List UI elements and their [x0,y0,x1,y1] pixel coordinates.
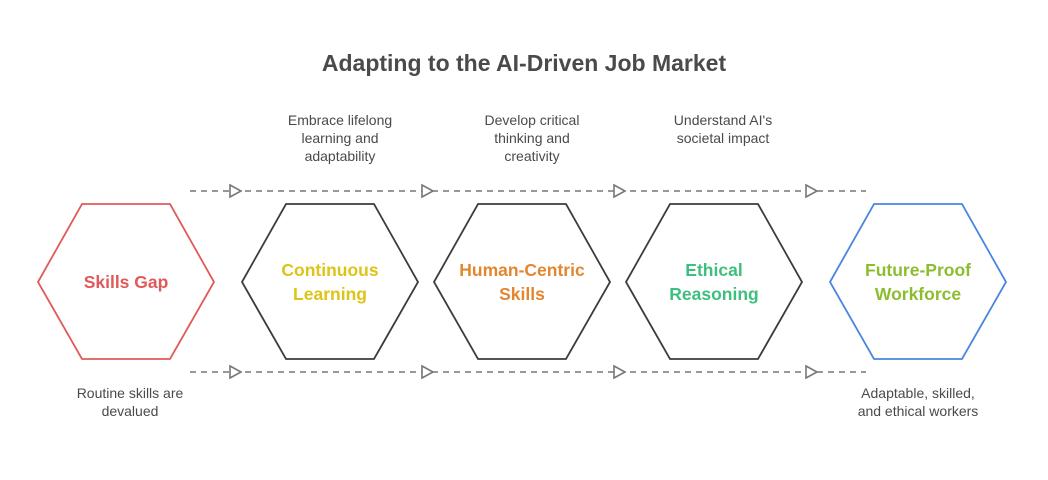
node-label-future-proof-workforce: Future-Proof Workforce [865,260,971,304]
diagram-title: Adapting to the AI-Driven Job Market [321,50,727,76]
arrow-head-icon [229,183,243,199]
arrow-head-icon [613,364,627,380]
note-lifelong-learning: Embrace lifelong learning and adaptabili… [287,112,393,164]
node-label-ethical-reasoning: Ethical Reasoning [669,260,759,304]
note-critical-thinking: Develop critical thinking and creativity [484,112,580,164]
bottom-flow-line [190,364,866,380]
note-routine-skills-devalued: Routine skills are devalued [76,385,184,419]
arrow-head-icon [613,183,627,199]
note-ai-societal-impact: Understand AI's societal impact [673,112,773,146]
arrow-head-icon [805,364,819,380]
hexagon-future-proof-workforce [828,203,1008,360]
node-label-continuous-learning: Continuous Learning [281,260,379,304]
note-adaptable-workers: Adaptable, skilled, and ethical workers [857,385,979,419]
hexagon-human-centric-skills [432,203,612,360]
node-label-skills-gap: Skills Gap [83,272,169,292]
hexagon-continuous-learning [240,203,420,360]
hexagon-ethical-reasoning [624,203,804,360]
arrow-head-icon [805,183,819,199]
arrow-head-icon [421,183,435,199]
top-flow-line [190,183,866,199]
hexagon-skills-gap [36,203,216,360]
node-label-human-centric-skills: Human-Centric Skills [459,260,585,304]
arrow-head-icon [421,364,435,380]
arrow-head-icon [229,364,243,380]
